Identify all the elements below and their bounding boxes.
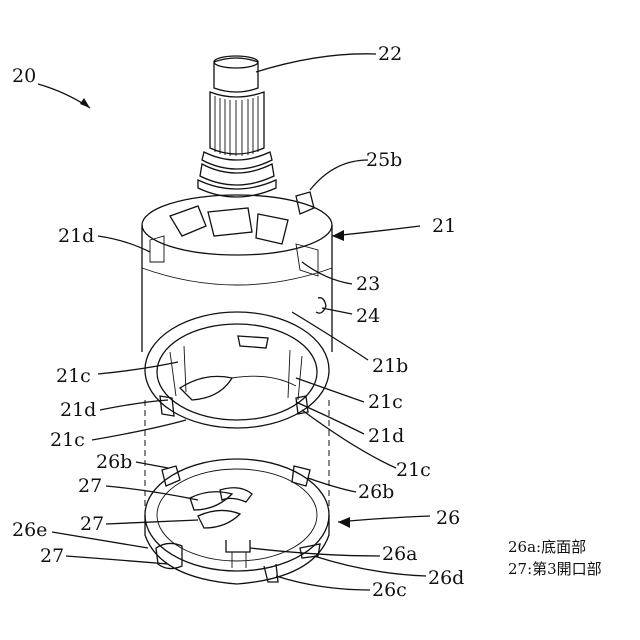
label-21: 21 (432, 215, 456, 237)
label-22: 22 (378, 43, 402, 65)
label-27-middle: 27 (80, 513, 104, 535)
label-21b: 21b (372, 355, 408, 377)
label-21c-left-upper: 21c (56, 365, 91, 387)
label-21c-right: 21c (368, 391, 403, 413)
label-21c-right-lower: 21c (396, 459, 431, 481)
label-27-lower: 27 (40, 545, 64, 567)
label-21c-left-lower: 21c (50, 429, 85, 451)
label-24: 24 (356, 305, 380, 327)
legend: 26a:底面部 27:第3開口部 (508, 538, 602, 578)
label-26d: 26d (428, 567, 464, 589)
label-26e: 26e (12, 519, 47, 541)
housing-body (142, 192, 332, 428)
label-26: 26 (436, 507, 460, 529)
valve-stem (198, 56, 276, 197)
label-21d-top: 21d (58, 225, 94, 247)
label-26c: 26c (372, 579, 407, 601)
label-26a: 26a (382, 543, 418, 565)
label-25b: 25b (366, 149, 402, 171)
label-20: 20 (12, 65, 36, 87)
label-27-upper: 27 (78, 475, 102, 497)
label-26b-right: 26b (358, 481, 394, 503)
legend-item-27: 27:第3開口部 (508, 560, 602, 578)
alignment-lines (145, 400, 329, 525)
legend-item-26a: 26a:底面部 (508, 538, 586, 556)
label-26b-left: 26b (96, 451, 132, 473)
label-21d-left: 21d (60, 399, 96, 421)
label-23: 23 (356, 273, 380, 295)
label-21d-right: 21d (368, 425, 404, 447)
